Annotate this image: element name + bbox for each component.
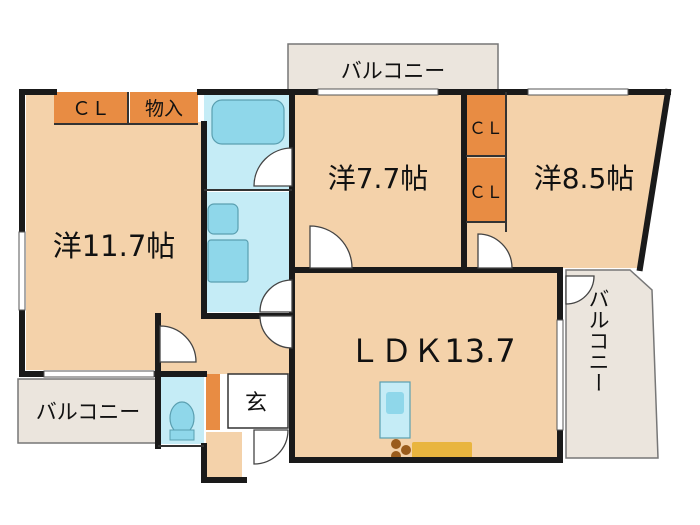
windows [18,88,629,431]
entrance [227,373,289,429]
room-western-right [505,92,668,268]
western-mid-label: 洋7.7帖 [328,162,429,195]
closet-mid-upper [466,92,506,156]
balcony-left [17,378,159,444]
closet-mid-lower-label: ＣＬ [469,183,503,203]
ldk-label: ＬＤＫ13.7 [348,332,515,370]
storage-left-label: 物入 [145,98,183,120]
balcony-top-label: バルコニー [341,59,446,83]
balcony-right [565,269,659,459]
shoe-closet [206,374,220,430]
balcony-right-label: バルコニー [586,288,610,393]
entry-storage [206,432,242,478]
washing-machine [207,239,249,283]
door-swings [159,147,595,465]
toilet [169,401,195,435]
closet-left-label: ＣＬ [72,98,110,120]
western-right-label: 洋8.5帖 [534,162,635,195]
balcony-left-label: バルコニー [36,400,141,424]
balcony-top [287,43,499,95]
closet-mid-lower [466,158,506,222]
western-large-label: 洋11.7帖 [53,229,176,263]
storage-left [130,92,198,124]
room-ldk [294,272,558,458]
entrance-label: 玄 [245,391,267,416]
closet-left [54,92,128,124]
kitchen-counter [412,442,472,460]
closet-mid-upper-label: ＣＬ [469,119,503,139]
stove-burner [391,439,401,449]
walls [19,88,672,483]
thin-walls [54,92,507,447]
bathtub [211,99,285,145]
wash-basin [207,203,239,235]
